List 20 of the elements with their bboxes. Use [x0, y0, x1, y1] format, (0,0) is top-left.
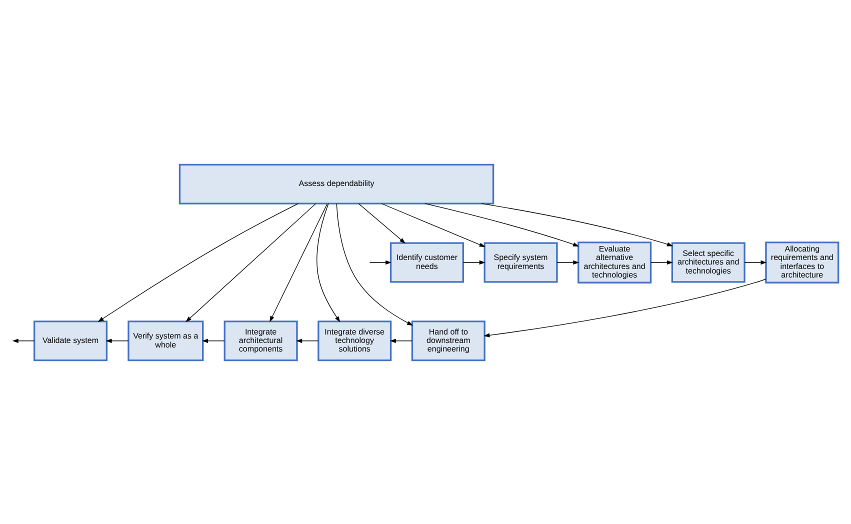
arrow: [296, 338, 319, 342]
arrow: [270, 203, 328, 322]
arrow: [358, 202, 406, 244]
arrow: [106, 338, 129, 342]
arrow: [98, 202, 299, 322]
arrow: [369, 260, 392, 264]
arrow: [462, 260, 486, 264]
arrow: [744, 260, 767, 264]
arrow: [202, 338, 225, 342]
arrow: [556, 260, 580, 264]
arrow: [481, 202, 673, 246]
arrow: [316, 202, 340, 322]
arrow: [484, 278, 766, 337]
arrow: [390, 338, 412, 342]
arrow: [336, 202, 414, 326]
arrow: [650, 260, 673, 264]
arrow: [186, 202, 316, 322]
arrow: [12, 338, 34, 342]
arrow: [381, 202, 486, 247]
arrow: [424, 202, 580, 246]
